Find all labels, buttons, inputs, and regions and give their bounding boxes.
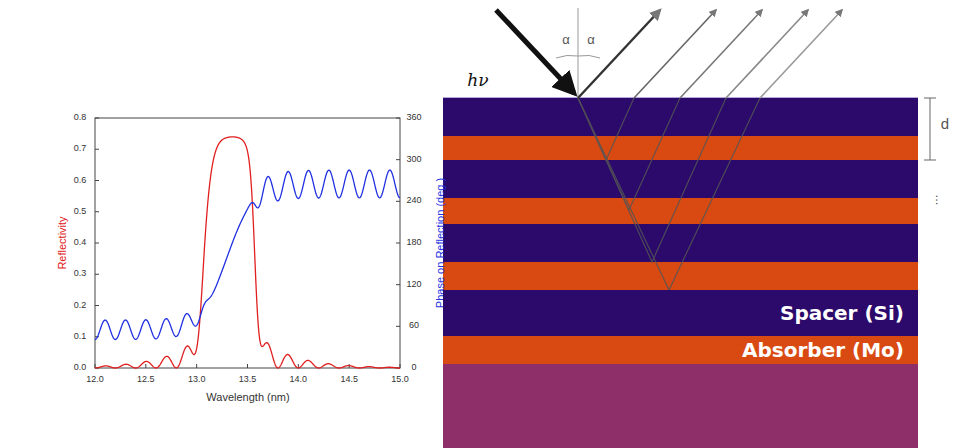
ray-path bbox=[578, 98, 726, 262]
dimension-tick bbox=[924, 160, 936, 161]
angle-label: α bbox=[587, 33, 595, 47]
tick-label: 14.0 bbox=[290, 375, 308, 385]
tick bbox=[95, 149, 99, 150]
tick-label: 15.0 bbox=[391, 375, 409, 385]
reflected-ray bbox=[578, 10, 660, 98]
tick-label: 13.5 bbox=[239, 375, 257, 385]
tick-label: 360 bbox=[406, 113, 421, 123]
period-label: d bbox=[941, 116, 949, 133]
tick bbox=[396, 326, 400, 327]
reflected-ray bbox=[726, 10, 808, 98]
mo-layer bbox=[443, 136, 918, 160]
photon-label: hν bbox=[467, 71, 488, 90]
tick bbox=[396, 159, 400, 160]
angle-arc bbox=[556, 55, 578, 58]
reflected-ray bbox=[680, 10, 762, 98]
si-layer bbox=[443, 160, 918, 198]
tick-label: 180 bbox=[406, 238, 421, 248]
tick-label: 0.5 bbox=[74, 207, 87, 217]
tick-label: 12.5 bbox=[137, 375, 155, 385]
period-dimension bbox=[930, 98, 931, 160]
tick-label: 13.0 bbox=[188, 375, 206, 385]
layer-label: Absorber (Mo) bbox=[742, 339, 904, 362]
axis-title: Wavelength (nm) bbox=[206, 391, 289, 403]
incident-beam bbox=[496, 10, 574, 93]
ray-path bbox=[578, 98, 680, 210]
tick bbox=[95, 180, 99, 181]
angle-arc bbox=[578, 55, 600, 58]
absorber-layer: Absorber (Mo) bbox=[443, 336, 918, 364]
axis-ticks bbox=[95, 118, 400, 368]
ray-path bbox=[578, 98, 634, 160]
spacer-layer: Spacer (Si) bbox=[443, 290, 918, 336]
mo-layer bbox=[443, 198, 918, 224]
reflected-ray bbox=[634, 10, 716, 98]
tick bbox=[95, 243, 99, 244]
tick bbox=[396, 201, 400, 202]
tick-label: 0.2 bbox=[74, 301, 87, 311]
tick-label: 0.8 bbox=[74, 113, 87, 123]
tick-label: 0.4 bbox=[74, 238, 87, 248]
tick-label: 240 bbox=[406, 196, 421, 206]
axis-title: Reflectivity bbox=[56, 216, 68, 269]
reflectivity-curve bbox=[95, 137, 400, 368]
tick bbox=[247, 364, 248, 368]
reflected-rays bbox=[578, 10, 842, 98]
tick-label: 14.5 bbox=[340, 375, 358, 385]
tick-label: 0.6 bbox=[74, 176, 87, 186]
tick bbox=[396, 284, 400, 285]
si-layer bbox=[443, 98, 918, 136]
tick bbox=[95, 211, 99, 212]
tick bbox=[396, 243, 400, 244]
tick bbox=[396, 118, 400, 119]
reflected-ray bbox=[760, 10, 842, 98]
tick-label: 60 bbox=[409, 321, 419, 331]
tick bbox=[95, 118, 99, 119]
si-layer bbox=[443, 224, 918, 262]
continuation-mark: ... bbox=[933, 195, 947, 206]
tick-label: 0.3 bbox=[74, 269, 87, 279]
dimension-tick bbox=[924, 98, 936, 99]
tick-label: 0 bbox=[411, 363, 416, 373]
tick-label: 0.1 bbox=[74, 332, 87, 342]
surface-normal bbox=[578, 8, 579, 98]
tick-label: 300 bbox=[406, 155, 421, 165]
tick bbox=[95, 274, 99, 275]
layer-label: Spacer (Si) bbox=[780, 302, 904, 325]
internal-rays bbox=[578, 98, 760, 290]
tick-label: 120 bbox=[406, 280, 421, 290]
plot-frame bbox=[95, 118, 400, 368]
tick bbox=[95, 305, 99, 306]
tick bbox=[196, 364, 197, 368]
tick bbox=[145, 364, 146, 368]
phase-curve bbox=[95, 170, 400, 339]
substrate bbox=[443, 364, 918, 448]
tick-label: 12.0 bbox=[86, 375, 104, 385]
axis-title: Phase on Reflection (deg.) bbox=[434, 178, 446, 308]
tick-label: 0.7 bbox=[74, 144, 87, 154]
ray-path bbox=[578, 98, 760, 290]
angle-label: α bbox=[562, 33, 570, 47]
tick-label: 0.0 bbox=[74, 363, 87, 373]
